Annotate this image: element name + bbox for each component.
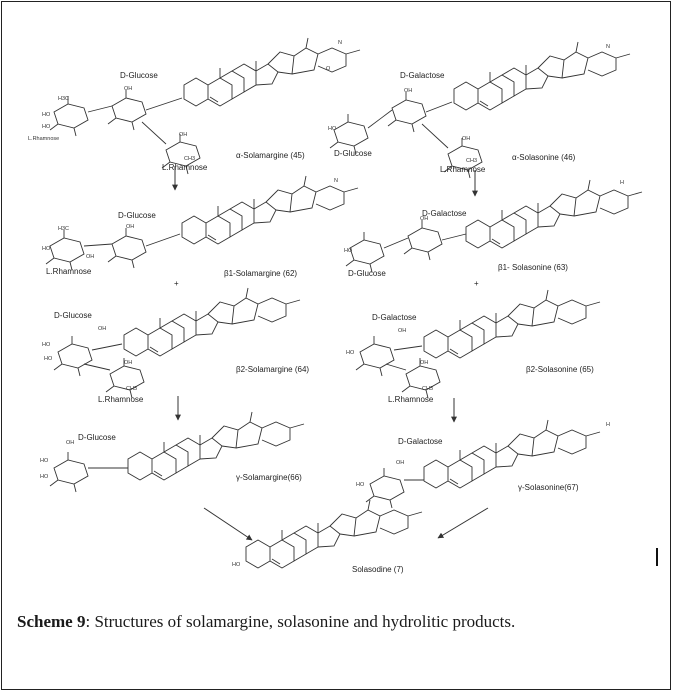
ho-label: HO bbox=[42, 342, 51, 348]
oh-label: OH bbox=[98, 326, 106, 332]
reaction-arrow bbox=[203, 507, 253, 541]
ch3-label: CH3 bbox=[466, 158, 477, 164]
caption-text: : Structures of solamargine, solasonine … bbox=[85, 612, 516, 631]
reaction-scheme: H3C HO HO OH OH CH3 N O D-Glucose L.Rham… bbox=[28, 37, 643, 574]
ho-label: HO bbox=[42, 246, 51, 252]
compound-label: Solasodine (7) bbox=[352, 565, 404, 574]
ho-label: HO bbox=[232, 562, 241, 568]
gamma-solamargine-structure: HO HO OH D-Glucose γ-Solamargine(66) bbox=[40, 411, 305, 493]
oh-label: OH bbox=[86, 254, 94, 260]
compound-label: γ-Solamargine(66) bbox=[236, 473, 302, 482]
ho-label: HO bbox=[40, 458, 49, 464]
compound-label: β1- Solasonine (63) bbox=[498, 263, 568, 272]
oh-label: OH bbox=[398, 328, 406, 334]
figure-caption: Scheme 9: Structures of solamargine, sol… bbox=[17, 609, 647, 635]
h3c-label: H3C bbox=[58, 226, 69, 232]
sugar-label: D-Glucose bbox=[118, 211, 156, 220]
h3c-label: H3C bbox=[58, 96, 69, 102]
o-label: O bbox=[326, 66, 331, 72]
oh-label: OH bbox=[66, 440, 74, 446]
ho-label: HO bbox=[328, 126, 337, 132]
oh-label: OH bbox=[126, 224, 134, 230]
compound-label: β2-Solasonine (65) bbox=[526, 365, 594, 374]
oh-label: OH bbox=[124, 86, 132, 92]
ho-label: HO bbox=[346, 350, 355, 356]
compound-label: α-Solasonine (46) bbox=[512, 153, 576, 162]
plus-sign: + bbox=[174, 279, 179, 288]
alpha-solamargine-structure: H3C HO HO OH OH CH3 N O D-Glucose L.Rham… bbox=[28, 37, 361, 175]
beta1-solamargine-structure: H3C HO OH OH N D-Glucose L.Rhamnose β1-S… bbox=[42, 175, 359, 278]
h-label: H bbox=[620, 180, 624, 186]
oh-label: OH bbox=[124, 360, 132, 366]
sugar-label: L.Rhamnose bbox=[46, 267, 92, 276]
gamma-solasonine-structure: HO OH H D-Galactose γ-Solasonine(67) bbox=[356, 419, 610, 509]
n-label: N bbox=[334, 178, 338, 184]
sugar-label: D-Galactose bbox=[372, 313, 417, 322]
oh-label: OH bbox=[396, 460, 404, 466]
ho-label: HO bbox=[42, 112, 51, 118]
sugar-label: L.Rhamnose bbox=[98, 395, 144, 404]
sugar-label: D-Glucose bbox=[348, 269, 386, 278]
sugar-label: D-Glucose bbox=[78, 433, 116, 442]
n-label: N bbox=[338, 40, 342, 46]
oh-label: OH bbox=[404, 88, 412, 94]
plus-sign: + bbox=[474, 279, 479, 288]
h-label: H bbox=[606, 422, 610, 428]
sugar-label: D-Glucose bbox=[120, 71, 158, 80]
compound-label: γ-Solasonine(67) bbox=[518, 483, 579, 492]
sugar-label: L.Rhamnose bbox=[162, 163, 208, 172]
sugar-label: D-Galactose bbox=[398, 437, 443, 446]
beta2-solasonine-structure: HO OH OH CH3 D-Galactose L.Rhamnose β2-S… bbox=[346, 289, 601, 404]
oh-label: OH bbox=[420, 360, 428, 366]
oh-label: OH bbox=[420, 216, 428, 222]
ho-label: HO bbox=[44, 356, 53, 362]
oh-label: OH bbox=[179, 132, 187, 138]
sugar-label: D-Galactose bbox=[400, 71, 445, 80]
reaction-arrow bbox=[437, 507, 489, 539]
ch3-label: CH3 bbox=[422, 386, 433, 392]
sugar-label: L.Rhamnose bbox=[28, 136, 59, 142]
n-label: N bbox=[606, 44, 610, 50]
compound-label: β1-Solamargine (62) bbox=[224, 269, 297, 278]
beta2-solamargine-structure: HO HO OH OH CH3 D-Glucose L.Rhamnose β2-… bbox=[42, 287, 309, 404]
ho-label: HO bbox=[356, 482, 365, 488]
ho-label: HO bbox=[40, 474, 49, 480]
ch3-label: CH3 bbox=[126, 386, 137, 392]
oh-label: OH bbox=[462, 136, 470, 142]
beta1-solasonine-structure: HO OH H D-Galactose D-Glucose β1- Solaso… bbox=[344, 179, 643, 278]
compound-label: α-Solamargine (45) bbox=[236, 151, 305, 160]
vertical-mark bbox=[656, 548, 658, 566]
sugar-label: D-Glucose bbox=[334, 149, 372, 158]
caption-label: Scheme 9 bbox=[17, 612, 86, 631]
sugar-label: L.Rhamnose bbox=[440, 165, 486, 174]
alpha-solasonine-structure: HO OH OH CH3 N D-Galactose D-Glucose L.R… bbox=[328, 41, 631, 179]
sugar-label: D-Glucose bbox=[54, 311, 92, 320]
sugar-label: D-Galactose bbox=[422, 209, 467, 218]
sugar-label: L.Rhamnose bbox=[388, 395, 434, 404]
ho-label: HO bbox=[344, 248, 353, 254]
solasodine-structure: HO Solasodine (7) bbox=[232, 499, 423, 574]
ho-label: HO bbox=[42, 124, 51, 130]
compound-label: β2-Solamargine (64) bbox=[236, 365, 309, 374]
ch3-label: CH3 bbox=[184, 156, 195, 162]
